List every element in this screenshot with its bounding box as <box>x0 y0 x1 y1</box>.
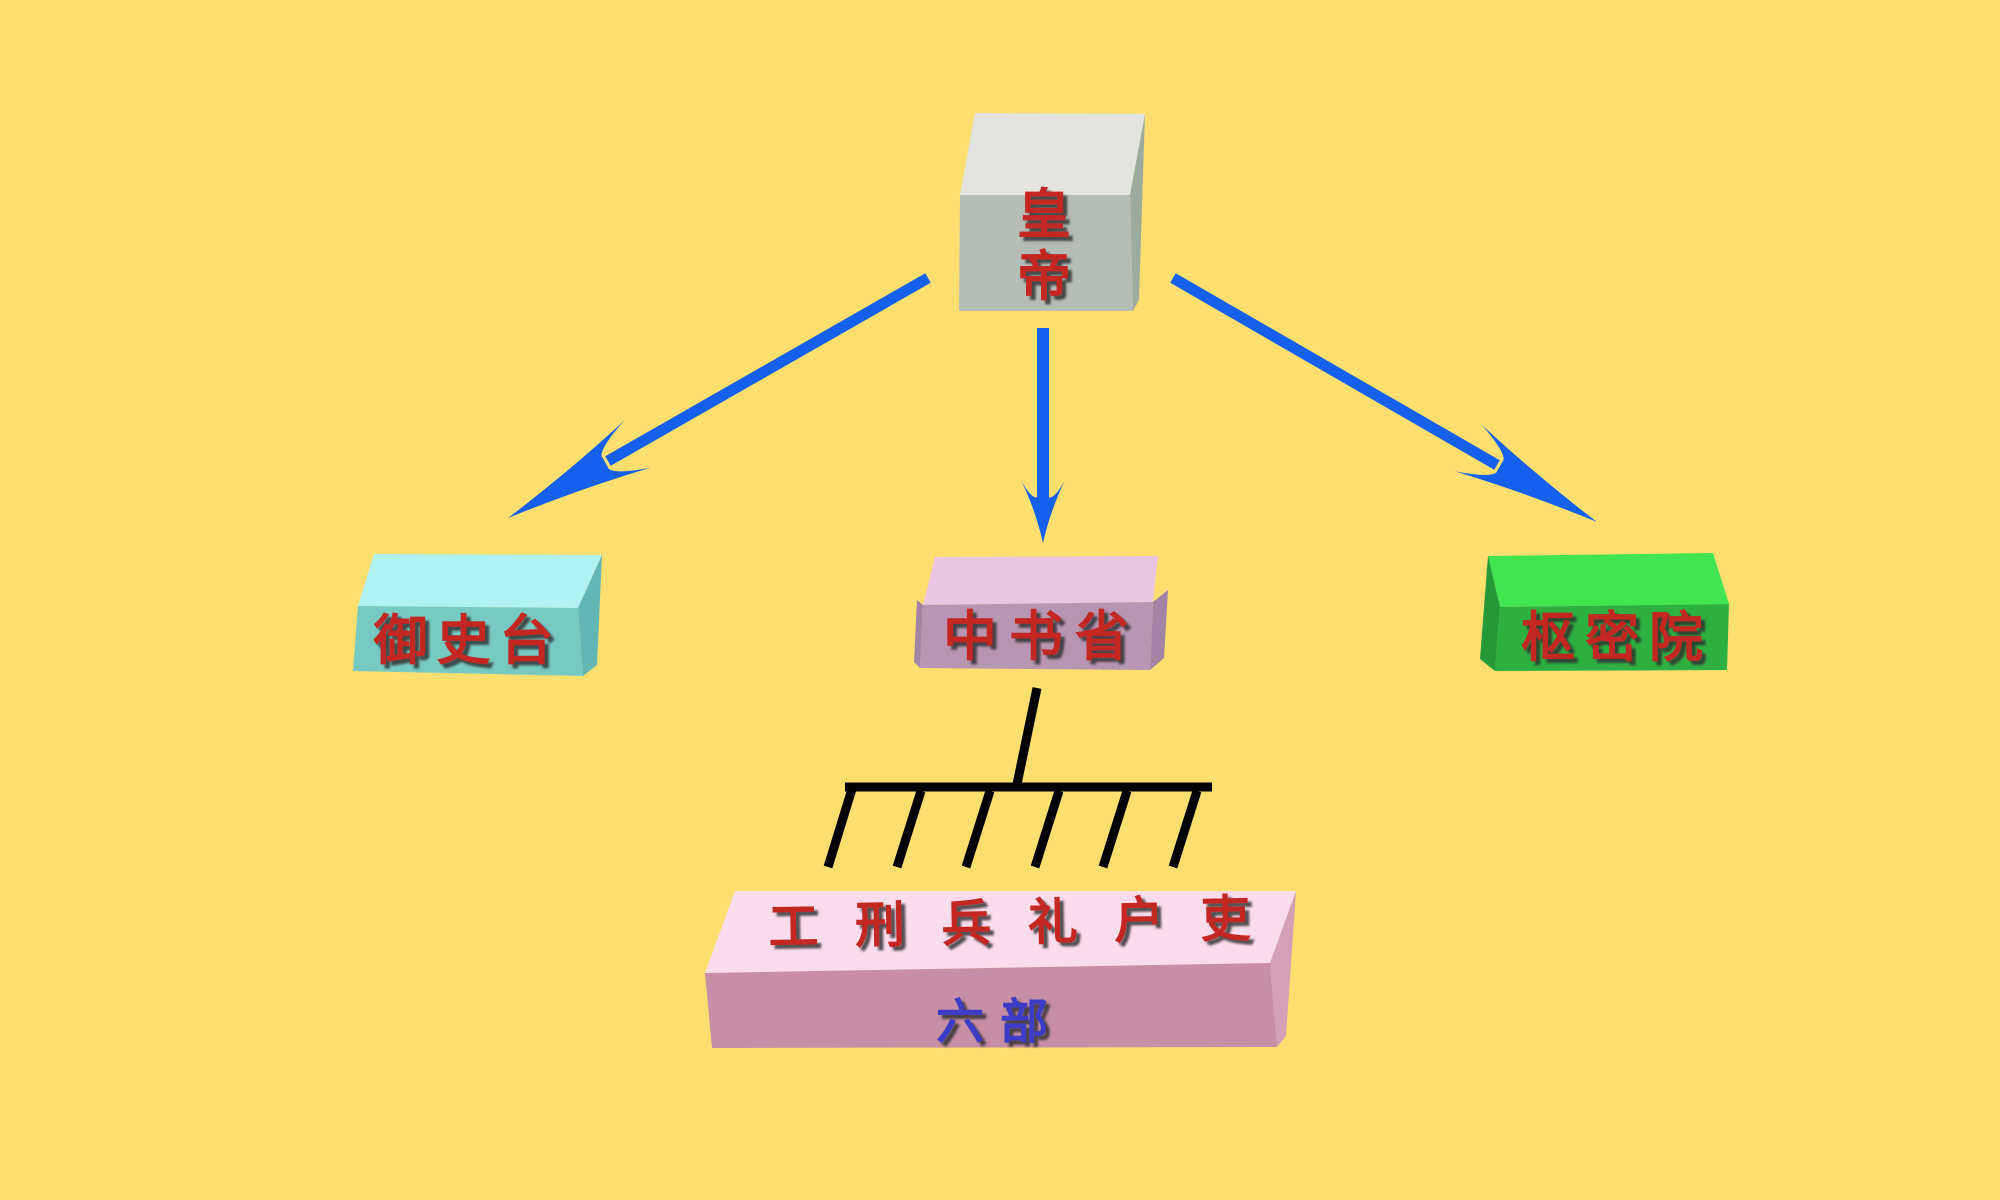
military-affairs-box-side-face <box>1480 556 1500 671</box>
secretariat-label: 中书省 <box>943 605 1141 668</box>
arrow-to-censorate <box>508 273 931 518</box>
censorate-box-top-face <box>358 554 602 608</box>
secretariat-box-front-face <box>920 602 1153 670</box>
arrow-to-censorate-shaft <box>605 273 931 466</box>
connector-prong-3 <box>961 789 995 869</box>
connector-prong-2 <box>892 789 926 869</box>
six-ministries-box-side-face <box>1270 891 1296 1047</box>
emperor-box-front-face <box>959 195 1133 311</box>
arrow-to-military-affairs-head <box>1454 424 1597 522</box>
censorate-box-front-face <box>353 606 583 676</box>
six-ministries-box-shape <box>705 891 1296 1048</box>
connector-prong-1 <box>823 787 857 869</box>
secretariat-box-right-face <box>1150 590 1168 670</box>
six-ministries-box-top-face <box>705 891 1296 973</box>
military-affairs-box-shape <box>1480 553 1729 671</box>
military-affairs-box-front-face <box>1495 604 1729 671</box>
connector-prong-6 <box>1168 789 1202 869</box>
censorate-box-side-face <box>578 555 602 676</box>
six-ministries-box-front-face <box>705 963 1277 1048</box>
censorate-label: 御史台 <box>373 609 563 672</box>
arrow-to-military-affairs-shaft <box>1170 273 1500 470</box>
arrow-to-secretariat-head <box>1021 480 1065 543</box>
six-ministries-label: 六部 <box>935 994 1065 1050</box>
arrow-to-military-affairs <box>1170 273 1597 522</box>
secretariat-box-top-face <box>923 556 1158 605</box>
emperor-label-char-bottom: 帝 <box>1017 245 1071 308</box>
connector-stem <box>1011 687 1042 790</box>
military-affairs-box-top-face <box>1488 553 1729 607</box>
six-ministries-connector <box>823 687 1212 869</box>
arrow-to-censorate-head <box>508 420 651 518</box>
emperor-box-shape <box>959 113 1145 311</box>
connector-prong-5 <box>1098 789 1132 869</box>
connector-prong-4 <box>1030 789 1064 869</box>
emperor-box-top-face <box>960 113 1145 195</box>
secretariat-box-left-face <box>914 600 923 668</box>
emperor-label: 皇 帝 <box>1017 184 1071 308</box>
six-ministries-departments-label: 工 刑 兵 礼 户 吏 <box>768 889 1256 957</box>
arrow-to-secretariat <box>1021 328 1065 543</box>
military-affairs-label: 枢密院 <box>1521 606 1713 669</box>
emperor-label-char-top: 皇 <box>1017 183 1071 246</box>
emperor-box-side-face <box>1130 114 1145 311</box>
censorate-box-shape <box>353 554 602 676</box>
secretariat-box-shape <box>914 556 1168 670</box>
